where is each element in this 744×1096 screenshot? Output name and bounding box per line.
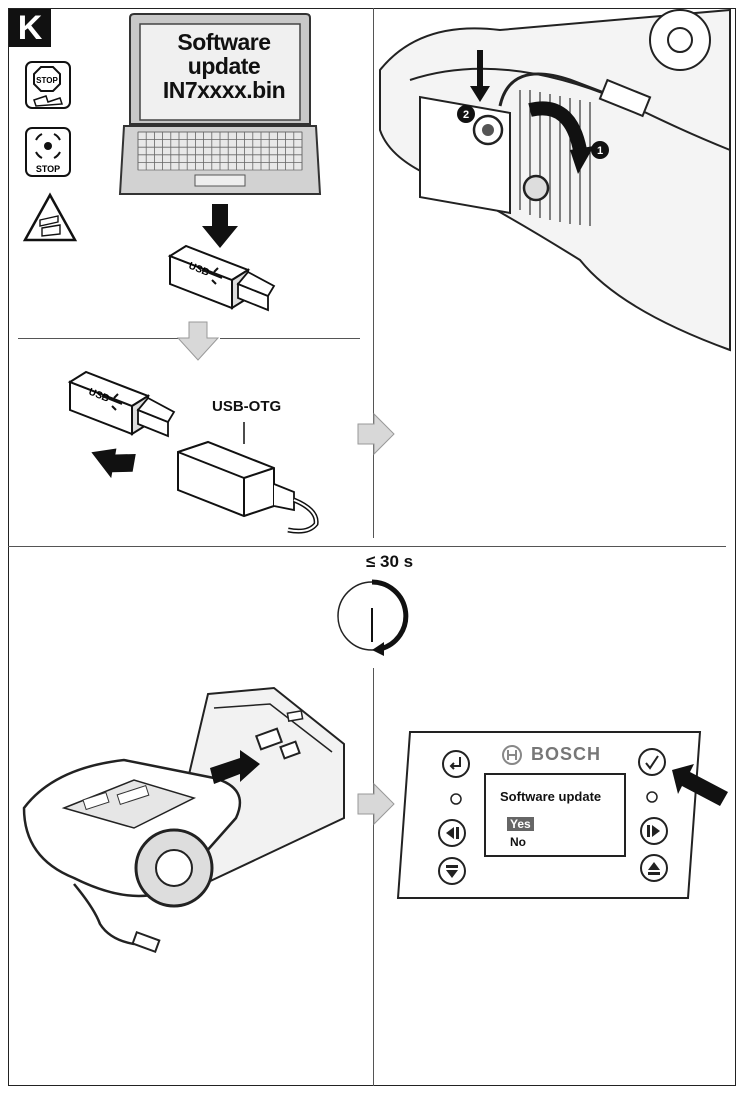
down-arrow-icon (202, 204, 238, 248)
warning-triangle-icon (22, 192, 78, 242)
step-2-badge: 2 (463, 109, 469, 121)
vertical-divider-bottom (373, 668, 374, 1086)
remove-arrow-icon (91, 448, 136, 479)
laptop-line-2: update (187, 53, 261, 79)
bosch-logo-icon (502, 745, 522, 765)
option-no[interactable]: No (510, 835, 526, 849)
mower-with-usb-stick-illustration (22, 686, 345, 954)
timer-clock-icon (337, 579, 409, 656)
option-yes[interactable]: Yes (507, 817, 534, 831)
press-arrow-icon (672, 764, 728, 806)
horizontal-divider-main (8, 546, 726, 547)
up-button[interactable] (639, 853, 669, 883)
page-frame (8, 8, 736, 1086)
stop-manual-icon: STOP (25, 61, 71, 109)
stop-text-2: STOP (36, 164, 60, 174)
timer-label: ≤ 30 s (366, 552, 414, 571)
mower-usb-port-illustration: 1 2 (379, 8, 731, 352)
laptop-line-3: IN7xxxx.bin (162, 77, 286, 103)
laptop-line-1: Software (177, 29, 271, 55)
gray-down-arrow-icon (176, 321, 220, 361)
horizontal-divider-left-b (220, 338, 360, 339)
usb-stick-top-icon: USB (167, 244, 276, 312)
display-title: Software update (500, 789, 602, 804)
down-button[interactable] (437, 856, 467, 886)
horizontal-divider-left-a (18, 338, 178, 339)
right-button[interactable] (639, 816, 669, 846)
figure-label: K (9, 9, 51, 47)
vertical-divider-top (373, 8, 374, 538)
brand-name: BOSCH (531, 744, 602, 764)
right-led-icon (646, 791, 658, 803)
stop-text: STOP (36, 76, 58, 85)
gray-right-arrow-icon-top (357, 412, 395, 456)
stop-rotation-icon: STOP (25, 127, 71, 177)
left-button[interactable] (437, 818, 467, 848)
laptop-illustration (118, 13, 322, 195)
usb-otg-label: USB-OTG (212, 398, 282, 415)
laptop-screen-text: Software update IN7xxxx.bin (144, 30, 304, 102)
back-button[interactable] (441, 749, 471, 779)
step-1-badge: 1 (597, 145, 603, 157)
left-led-icon (450, 793, 462, 805)
ok-button[interactable] (637, 747, 667, 777)
usb-otg-cable-illustration (177, 422, 319, 534)
panel-display (484, 773, 626, 857)
usb-stick-mid-icon: USB (67, 370, 176, 438)
gray-right-arrow-icon-bottom (357, 782, 395, 826)
